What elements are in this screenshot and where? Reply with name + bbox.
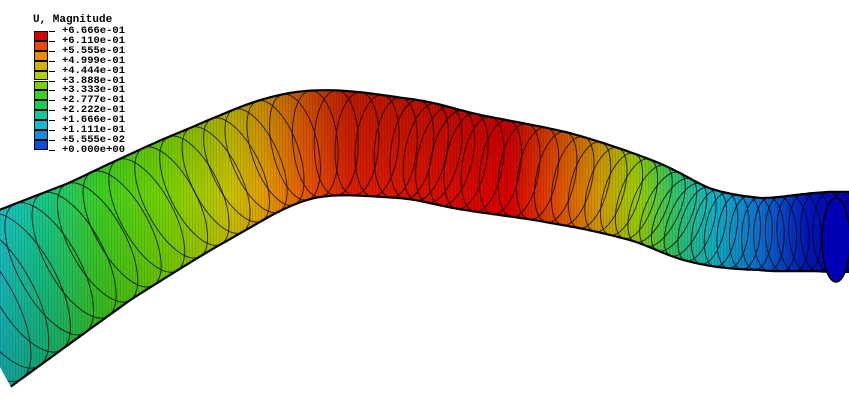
legend-tick: [49, 130, 55, 131]
legend-swatch: [34, 31, 48, 41]
legend-swatch: [34, 130, 48, 140]
legend-title: U, Magnitude: [33, 14, 113, 26]
legend-value: +1.111e-01: [62, 124, 126, 136]
legend-value: +4.999e-01: [62, 54, 126, 67]
legend-tick: [49, 120, 55, 122]
legend-tick: [49, 60, 55, 62]
legend-tick: [49, 110, 55, 112]
legend-value: +4.444e-01: [62, 64, 126, 77]
legend-swatch: [34, 50, 48, 61]
legend-value: +5.555e-02: [62, 133, 126, 146]
legend-value: +1.666e-01: [62, 114, 126, 127]
legend-swatch: [34, 100, 48, 111]
legend-swatch: [34, 110, 48, 121]
legend-swatch: [34, 90, 48, 101]
pipe-end-cap: [821, 197, 849, 283]
legend-tick: [49, 80, 55, 82]
legend-tick: [49, 31, 55, 32]
deformed-pipe-model: [0, 89, 849, 388]
legend-tick: [49, 139, 55, 141]
pipe-edge: [0, 89, 849, 388]
legend-value: +6.110e-01: [62, 34, 126, 47]
legend-swatch: [34, 120, 48, 130]
legend-tick: [49, 149, 55, 151]
legend-tick: [49, 70, 55, 72]
legend-tick: [49, 50, 55, 52]
legend-swatch: [34, 80, 48, 91]
legend-tick: [49, 90, 55, 92]
legend-value: +5.555e-01: [62, 44, 126, 57]
legend-tick: [49, 100, 55, 102]
legend-value: +2.777e-01: [62, 94, 126, 107]
contour-legend: U, Magnitude +6.666e-01+6.110e-01+5.555e…: [30, 12, 164, 157]
legend-swatch: [34, 60, 48, 71]
legend-value: +6.666e-01: [62, 25, 126, 37]
legend-swatch: [34, 70, 48, 81]
legend-value: +3.888e-01: [62, 74, 126, 87]
legend-tick: [49, 40, 55, 42]
legend-value: +0.000e+00: [62, 143, 126, 156]
legend-value: +2.222e-01: [62, 104, 126, 117]
legend-value: +3.333e-01: [62, 84, 126, 97]
legend-swatch: [34, 139, 48, 150]
legend-swatch: [34, 40, 48, 51]
